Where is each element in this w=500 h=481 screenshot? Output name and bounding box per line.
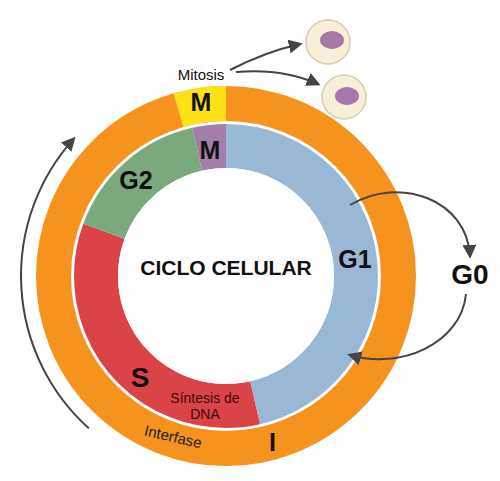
interphase-box: Interfase I [120,418,295,466]
interphase-ring [54,104,399,449]
division-arrow [230,44,300,70]
g0-phase-box: G0 [448,258,492,292]
phase-heading: Interfase [127,418,219,456]
g2-phase-box: G2 [108,162,164,198]
s-phase-box: S Síntesis de DNA [120,355,260,435]
m-phase-box: M [192,132,228,168]
phase-name: G2 [108,166,164,194]
g1-segment [96,146,356,406]
cell-nucleus [320,31,344,49]
phase-name: G1 [330,245,380,273]
g2-segment [96,146,356,406]
mitosis-segment-box: MitosisM [166,66,236,120]
cell-nucleus [335,87,359,105]
phase-letter: I [260,428,285,456]
phase-letter: M [192,136,228,164]
phase-name: G0 [448,260,492,290]
phase-letter: S [125,363,155,393]
daughter-cell [322,75,366,119]
daughter-cell [306,20,350,64]
phase-description: Síntesis de DNA [165,390,245,422]
s-segment [96,146,356,406]
m-segment [96,146,356,406]
progression-arrow [21,139,89,429]
phase-heading: Mitosis [166,66,236,84]
phase-letter: M [166,88,236,116]
division-arrow [236,71,318,84]
diagram-center-label: CICLO CELULAR [106,256,346,280]
g1-phase-box: G1 [330,205,380,355]
cycle-exit-arrow [350,294,466,359]
